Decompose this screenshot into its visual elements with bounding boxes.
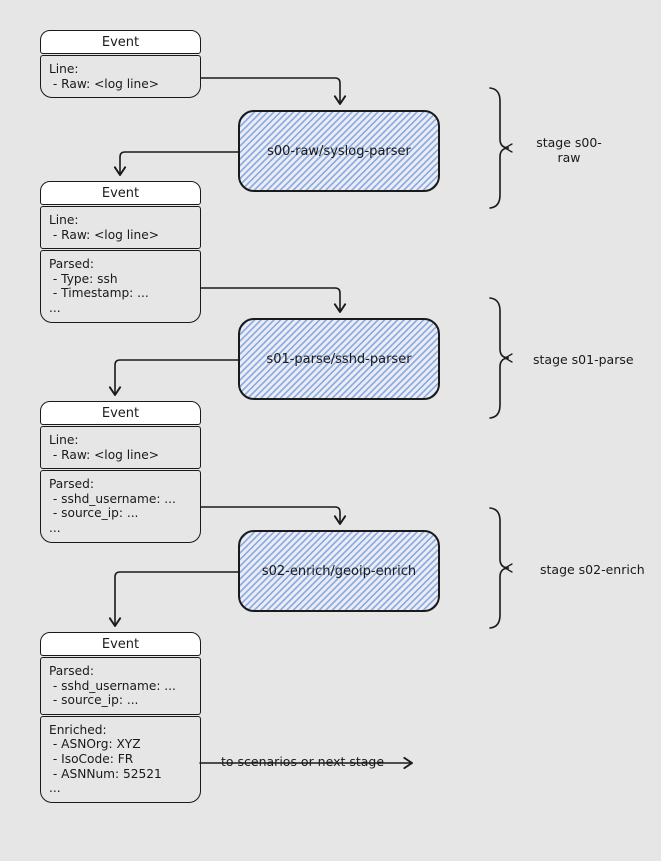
field-ellipsis: ... bbox=[49, 520, 61, 535]
parser-label: s00-raw/syslog-parser bbox=[267, 143, 411, 159]
brace-stage-s00 bbox=[489, 87, 510, 209]
field-raw: - Raw: <log line> bbox=[49, 227, 159, 242]
event-box-parsed-sshd: Event Line: - Raw: <log line> Parsed: - … bbox=[40, 401, 201, 543]
brace-stage-s01-tick bbox=[503, 353, 513, 363]
field-asnnum: - ASNNum: 52521 bbox=[49, 766, 162, 781]
parser-label: s01-parse/sshd-parser bbox=[266, 351, 412, 367]
field-timestamp: - Timestamp: ... bbox=[49, 286, 149, 301]
event-section-line: Line: - Raw: <log line> bbox=[40, 426, 201, 470]
event-section-enriched: Enriched: - ASNOrg: XYZ - IsoCode: FR - … bbox=[40, 715, 201, 803]
field-source-ip: - source_ip: ... bbox=[49, 506, 139, 521]
event-section-parsed: Parsed: - Type: ssh - Timestamp: ... ... bbox=[40, 250, 201, 323]
field-parsed: Parsed: bbox=[49, 257, 94, 272]
field-parsed: Parsed: bbox=[49, 477, 94, 492]
parser-box-geoip: s02-enrich/geoip-enrich bbox=[238, 530, 440, 612]
event-section-parsed: Parsed: - sshd_username: ... - source_ip… bbox=[40, 657, 201, 715]
brace-stage-s00-tick bbox=[503, 143, 513, 153]
field-sshd-username: - sshd_username: ... bbox=[49, 678, 176, 693]
field-isocode: - IsoCode: FR bbox=[49, 751, 134, 766]
field-raw: - Raw: <log line> bbox=[49, 447, 159, 462]
field-enriched: Enriched: bbox=[49, 722, 107, 737]
event-section-line: Line: - Raw: <log line> bbox=[40, 55, 201, 99]
output-flow-label: to scenarios or next stage bbox=[221, 754, 385, 769]
field-ellipsis: ... bbox=[49, 781, 61, 796]
parser-box-sshd: s01-parse/sshd-parser bbox=[238, 318, 440, 400]
stage-label-s00: stage s00-raw bbox=[536, 135, 602, 165]
arrow-parser0-to-event2 bbox=[113, 151, 240, 176]
arrow-parser1-to-event3 bbox=[108, 359, 240, 396]
arrow-parser2-to-event4 bbox=[108, 571, 240, 627]
field-source-ip: - source_ip: ... bbox=[49, 693, 139, 708]
event-box-parsed-ssh: Event Line: - Raw: <log line> Parsed: - … bbox=[40, 181, 201, 323]
field-line: Line: bbox=[49, 213, 79, 227]
field-type: - Type: ssh bbox=[49, 271, 118, 286]
parser-box-syslog: s00-raw/syslog-parser bbox=[238, 110, 440, 192]
field-line: Line: bbox=[49, 433, 79, 447]
event-title: Event bbox=[40, 632, 201, 656]
event-title: Event bbox=[40, 30, 201, 54]
stage-label-s01: stage s01-parse bbox=[533, 352, 634, 367]
event-title: Event bbox=[40, 401, 201, 425]
brace-stage-s02 bbox=[489, 507, 510, 629]
arrow-event2-to-parser1 bbox=[200, 287, 347, 313]
field-asnorg: - ASNOrg: XYZ bbox=[49, 737, 141, 752]
field-line: Line: bbox=[49, 62, 79, 76]
arrow-event1-to-parser0 bbox=[200, 77, 347, 105]
event-box-raw: Event Line: - Raw: <log line> bbox=[40, 30, 201, 99]
event-section-parsed: Parsed: - sshd_username: ... - source_ip… bbox=[40, 470, 201, 543]
arrow-event3-to-parser2 bbox=[200, 506, 347, 525]
parser-label: s02-enrich/geoip-enrich bbox=[261, 563, 417, 579]
event-box-enriched: Event Parsed: - sshd_username: ... - sou… bbox=[40, 632, 201, 803]
stage-label-s02: stage s02-enrich bbox=[540, 562, 645, 577]
brace-stage-s01 bbox=[489, 297, 510, 419]
field-raw: - Raw: <log line> bbox=[49, 76, 159, 91]
field-sshd-username: - sshd_username: ... bbox=[49, 491, 176, 506]
event-title: Event bbox=[40, 181, 201, 205]
event-section-line: Line: - Raw: <log line> bbox=[40, 206, 201, 250]
field-parsed: Parsed: bbox=[49, 664, 94, 678]
field-ellipsis: ... bbox=[49, 300, 61, 315]
brace-stage-s02-tick bbox=[503, 563, 513, 573]
